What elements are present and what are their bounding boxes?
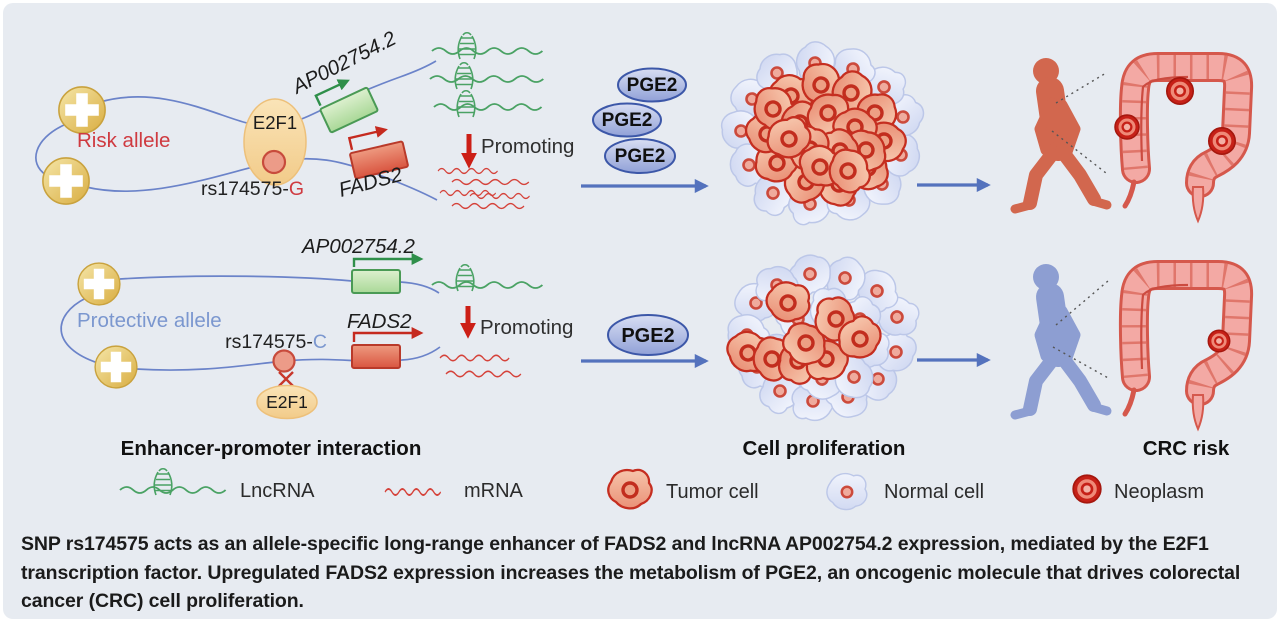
- legend-label-normal: Normal cell: [884, 481, 984, 503]
- ap002754-label: AP002754.2: [300, 235, 415, 258]
- snp-circle: [272, 349, 296, 373]
- histone-icon: [77, 262, 121, 306]
- snp-circle: [261, 149, 287, 175]
- histone-icon: [94, 345, 138, 389]
- protective-allele-label: Protective allele: [77, 309, 222, 332]
- lncrna-hairpin-icon: [455, 263, 475, 292]
- pathway-diagram: Risk allele E2F1 rs174575-G AP002754.2 F…: [35, 26, 1277, 511]
- section-label-crc: CRC risk: [1143, 437, 1230, 460]
- legend-label-tumor: Tumor cell: [666, 481, 759, 503]
- neoplasm-icon: [1113, 113, 1141, 141]
- promoting-label: Promoting: [480, 316, 573, 339]
- neoplasm-icon: [1206, 328, 1232, 354]
- lncrna-transcript: [431, 281, 544, 289]
- promoting-label: Promoting: [481, 135, 574, 158]
- snp-label: rs174575-G: [201, 178, 304, 200]
- ap002754-label: AP002754.2: [287, 26, 400, 99]
- figure-caption: SNP rs174575 acts as an allele-specific …: [21, 533, 1241, 612]
- pge2-molecule: PGE2: [607, 314, 689, 356]
- fads2-label: FADS2: [347, 310, 412, 333]
- pge2-label: PGE2: [615, 146, 666, 167]
- human-icon-protective: [1015, 264, 1107, 415]
- gene-box-fads2: [347, 126, 409, 180]
- pge2-label: PGE2: [621, 325, 674, 347]
- legend-label-mrna: mRNA: [464, 480, 524, 502]
- snp-label: rs174575-C: [225, 331, 327, 353]
- gene-box-ap002754: [351, 253, 424, 294]
- legend-label-lncrna: LncRNA: [240, 480, 315, 502]
- pge2-label: PGE2: [602, 110, 653, 131]
- blocked-binding-x-icon: [278, 371, 294, 387]
- legend-label-neoplasm: Neoplasm: [1114, 481, 1204, 503]
- lncrna-legend-icon: [119, 486, 227, 494]
- protective-allele-pathway: Protective allele rs174575-C E2F1 AP0027…: [60, 235, 1238, 429]
- neoplasm-legend-icon: [1071, 473, 1103, 505]
- histone-icon: [42, 157, 90, 205]
- lncrna-hairpin-icon: [153, 467, 173, 496]
- mrna-legend-icon: [384, 488, 442, 496]
- lncrna-transcripts: [428, 47, 545, 111]
- pge2-label: PGE2: [627, 75, 678, 96]
- section-label-enhancer: Enhancer-promoter interaction: [121, 437, 422, 460]
- tumor-cell-cluster: [711, 39, 933, 231]
- e2f1-protein-oval: [256, 384, 318, 420]
- mrna-transcripts: [439, 354, 522, 378]
- histone-icon: [58, 86, 106, 134]
- zoom-connector-lines: [1052, 280, 1111, 380]
- lncrna-hairpin-icon: [457, 31, 477, 60]
- mrna-transcripts: [437, 167, 531, 210]
- e2f1-label: E2F1: [253, 112, 297, 133]
- section-label-proliferation: Cell proliferation: [743, 437, 906, 460]
- normal-cell-cluster: [717, 246, 926, 427]
- risk-allele-label: Risk allele: [77, 129, 170, 152]
- protective-dna-strand: [60, 275, 441, 371]
- legend: LncRNA mRNA Tumor cell Normal cell Neopl…: [119, 467, 1204, 511]
- pge2-molecules: PGE2 PGE2 PGE2: [592, 67, 687, 174]
- neoplasm-icon: [1207, 126, 1237, 156]
- gene-box-fads2: [351, 327, 424, 369]
- normal-cell-legend-icon: [825, 472, 869, 511]
- tumor-cell-legend-icon: [606, 468, 654, 511]
- gene-box-ap002754: [314, 79, 379, 134]
- e2f1-label: E2F1: [266, 392, 308, 412]
- e2f1-protein-oval: [243, 98, 307, 186]
- graphical-abstract: Risk allele E2F1 rs174575-G AP002754.2 F…: [3, 3, 1277, 619]
- neoplasm-icon: [1165, 76, 1195, 106]
- zoom-connector-lines: [1051, 72, 1107, 174]
- risk-allele-pathway: Risk allele E2F1 rs174575-G AP002754.2 F…: [35, 26, 1238, 231]
